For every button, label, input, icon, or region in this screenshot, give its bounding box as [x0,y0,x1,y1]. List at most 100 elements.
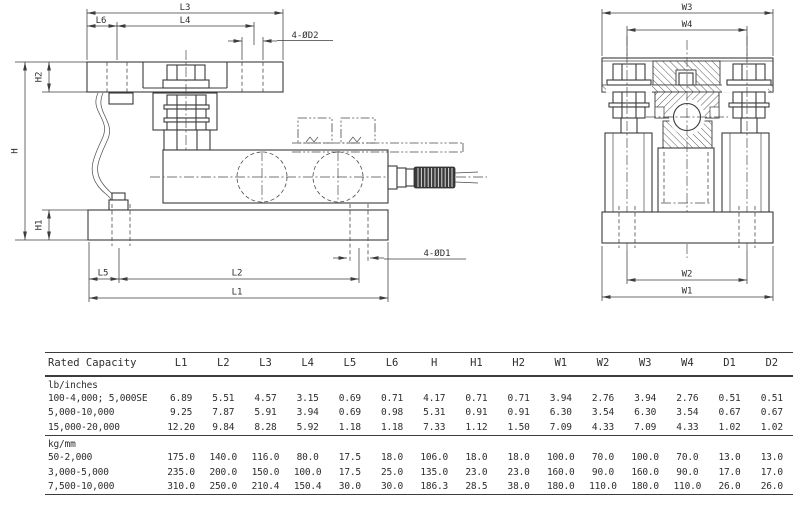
value-cell: 4.33 [591,421,614,433]
value-cell: 30.0 [338,481,361,493]
value-cell: 23.0 [507,466,530,478]
capacity-cell: 100-4,000; 5,000SE [48,392,148,404]
end-view: W3 W4 W2 W1 [601,3,774,301]
dim-label-h1: H1 [35,220,45,231]
value-cell: 135.0 [420,466,449,478]
value-cell: 17.5 [338,452,361,464]
dim-label-h2: H2 [35,72,45,83]
value-cell: 18.0 [465,452,488,464]
value-cell: 90.0 [591,466,614,478]
value-cell: 175.0 [167,452,195,464]
dim-label-l2: L2 [232,269,243,279]
value-cell: 17.0 [760,466,783,478]
col-header: L1 [160,352,203,377]
capacity-cell: 15,000-20,000 [48,421,120,433]
dim-label-w2: W2 [682,270,693,280]
value-cell: 12.20 [167,421,195,433]
value-cell: 5.51 [212,392,235,404]
col-header: W3 [624,352,667,377]
capacity-cell: 5,000-10,000 [48,407,115,419]
col-header: L6 [370,352,414,377]
value-cell: 3.54 [591,407,614,419]
col-header: Rated Capacity [45,352,160,377]
value-cell: 18.0 [507,452,530,464]
capacity-cell: 3,000-5,000 [48,466,109,478]
value-cell: 106.0 [420,452,449,464]
side-view-dimensions: L3 L6 L4 4-ØD2 H H2 H1 [11,3,466,302]
value-cell: 0.69 [338,407,361,419]
group-label-row: kg/mm [45,434,793,451]
value-cell: 0.51 [760,392,783,404]
col-header: W1 [539,352,582,377]
dim-label-l6: L6 [96,16,107,26]
value-cell: 28.5 [465,481,488,493]
value-cell: 0.67 [760,407,783,419]
value-cell: 180.0 [631,481,659,493]
value-cell: 17.0 [718,466,741,478]
value-cell: 0.71 [507,392,530,404]
value-cell: 30.0 [380,481,404,493]
value-cell: 70.0 [591,452,614,464]
value-cell: 5.91 [254,407,277,419]
load-cell-body [150,149,487,204]
col-header: L3 [244,352,287,377]
value-cell: 140.0 [209,452,238,464]
value-cell: 38.0 [507,481,530,493]
value-cell: 4.17 [423,392,446,404]
value-cell: 3.94 [296,407,319,419]
value-cell: 116.0 [251,452,280,464]
group-label: kg/mm [45,434,793,451]
value-cell: 5.31 [423,407,446,419]
value-cell: 13.0 [760,452,783,464]
value-cell: 1.18 [338,421,361,433]
value-cell: 23.0 [465,466,488,478]
table-row: 50-2,000 175.0 140.0 116.0 80.0 17.5 18.0 106.0… [45,451,793,465]
hole-callout-d2: 4-ØD2 [291,30,318,41]
col-header: W2 [581,352,625,377]
value-cell: 7.09 [634,421,657,433]
value-cell: 9.84 [212,421,235,433]
value-cell: 235.0 [167,466,195,478]
capacity-cell: 50-2,000 [48,452,93,464]
value-cell: 3.94 [549,392,572,404]
col-header: D1 [708,352,751,377]
dim-label-l3: L3 [180,3,191,13]
value-cell: 3.94 [634,392,657,404]
value-cell: 180.0 [546,481,575,493]
value-cell: 13.0 [718,452,741,464]
value-cell: 160.0 [546,466,575,478]
dim-label-w1: W1 [682,287,693,297]
value-cell: 6.30 [634,407,657,419]
value-cell: 4.57 [254,392,277,404]
value-cell: 7.87 [212,407,235,419]
group-label: lb/inches [48,379,98,391]
col-header: L4 [286,352,329,377]
hole-callout-d1: 4-ØD1 [423,248,450,259]
col-header: W4 [666,352,709,377]
value-cell: 25.0 [380,466,404,478]
value-cell: 1.02 [760,421,783,433]
value-cell: 3.54 [676,407,699,419]
capacity-cell: 7,500-10,000 [48,481,115,493]
value-cell: 17.5 [338,466,361,478]
technical-drawing-svg: L3 L6 L4 4-ØD2 H H2 H1 [11,3,774,302]
value-cell: 3.15 [296,392,319,404]
value-cell: 200.0 [209,466,238,478]
value-cell: 100.0 [631,452,659,464]
value-cell: 1.18 [380,421,404,433]
value-cell: 80.0 [296,452,319,464]
value-cell: 210.4 [251,481,280,493]
dim-label-l5: L5 [98,269,109,279]
value-cell: 110.0 [589,481,617,493]
value-cell: 1.50 [507,421,530,433]
value-cell: 1.02 [718,421,741,433]
value-cell: 0.67 [718,407,741,419]
value-cell: 110.0 [673,481,702,493]
strain-relief-cable [387,165,479,190]
